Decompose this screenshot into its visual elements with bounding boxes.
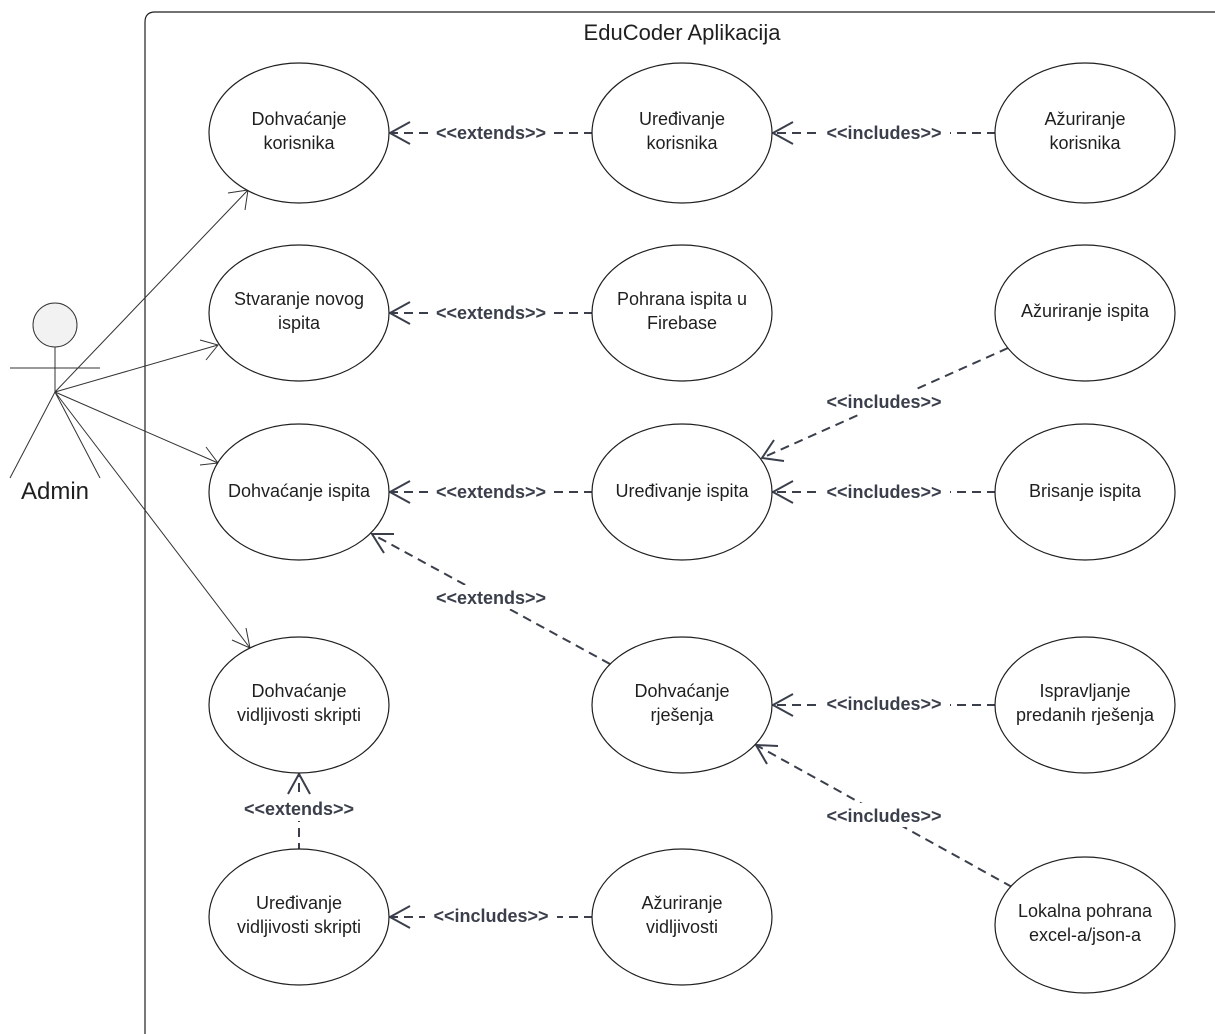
assoc-dohvacanje-korisnika [54,189,249,393]
svg-text:rješenja: rješenja [650,705,714,725]
use-case-azuriranje-vidljivosti[interactable]: Ažuriranje vidljivosti [591,848,773,986]
use-case-uredivanje-ispita[interactable]: Uređivanje ispita [591,423,773,561]
label-extends-2: <<extends>> [436,303,546,323]
svg-text:Ažuriranje ispita: Ažuriranje ispita [1021,301,1150,321]
svg-text:vidljivosti skripti: vidljivosti skripti [237,917,361,937]
system-title: EduCoder Aplikacija [584,20,782,45]
associations [54,189,251,649]
actor-leg-right [54,391,101,479]
svg-text:Ažuriranje: Ažuriranje [1044,109,1125,129]
svg-text:Uređivanje: Uređivanje [639,109,725,129]
dependencies: <<extends>> <<includes>> <<extends>> <<i… [236,120,1013,929]
svg-text:Lokalna pohrana: Lokalna pohrana [1018,901,1153,921]
actor-head [32,302,78,348]
use-case-azuriranje-ispita[interactable]: Ažuriranje ispita [994,244,1176,382]
use-case-dohvacanje-ispita[interactable]: Dohvaćanje ispita [208,423,390,561]
use-case-ispravljanje-rjesenja[interactable]: Ispravljanje predanih rješenja [994,636,1176,774]
use-case-azuriranje-korisnika[interactable]: Ažuriranje korisnika [994,62,1176,204]
svg-text:Ispravljanje: Ispravljanje [1039,681,1130,701]
use-case-dohvacanje-korisnika[interactable]: Dohvaćanje korisnika [208,62,390,204]
use-case-pohrana-ispita[interactable]: Pohrana ispita u Firebase [591,244,773,382]
label-includes-1: <<includes>> [826,123,941,143]
svg-text:Uređivanje: Uređivanje [256,893,342,913]
svg-text:vidljivosti skripti: vidljivosti skripti [237,705,361,725]
svg-text:Uređivanje ispita: Uređivanje ispita [615,481,749,501]
svg-text:korisnika: korisnika [263,133,335,153]
svg-text:Pohrana ispita u: Pohrana ispita u [617,289,747,309]
system-boundary [144,11,1215,1034]
use-cases: Dohvaćanje korisnika Uređivanje korisnik… [208,62,1176,994]
label-extends-3: <<extends>> [436,482,546,502]
use-case-uredivanje-vidljivosti[interactable]: Uređivanje vidljivosti skripti [208,848,390,986]
label-extends-4: <<extends>> [436,588,546,608]
label-includes-4: <<includes>> [826,694,941,714]
svg-text:Firebase: Firebase [647,313,717,333]
use-case-stvaranje-ispita[interactable]: Stvaranje novog ispita [208,244,390,382]
svg-text:predanih rješenja: predanih rješenja [1016,705,1155,725]
assoc-stvaranje-ispita [54,344,219,393]
svg-text:Dohvaćanje ispita: Dohvaćanje ispita [228,481,371,501]
label-includes-6: <<includes>> [433,906,548,926]
svg-text:korisnika: korisnika [646,133,718,153]
svg-text:Dohvaćanje: Dohvaćanje [251,681,346,701]
assoc-dohvacanje-vidljivosti [54,391,251,649]
label-includes-5: <<includes>> [826,806,941,826]
svg-text:korisnika: korisnika [1049,133,1121,153]
label-extends-1: <<extends>> [436,123,546,143]
svg-text:Dohvaćanje: Dohvaćanje [634,681,729,701]
svg-text:Dohvaćanje: Dohvaćanje [251,109,346,129]
actor-leg-left [9,391,56,479]
use-case-dohvacanje-rjesenja[interactable]: Dohvaćanje rješenja [591,636,773,774]
actor-label: Admin [21,478,89,505]
actor-admin[interactable]: Admin [9,302,101,505]
use-case-lokalna-pohrana[interactable]: Lokalna pohrana excel-a/json-a [994,856,1176,994]
label-includes-3: <<includes>> [826,482,941,502]
dep-lokalna-pohrana-includes [755,744,1013,888]
use-case-dohvacanje-vidljivosti[interactable]: Dohvaćanje vidljivosti skripti [208,636,390,774]
label-extends-5: <<extends>> [244,799,354,819]
svg-text:Brisanje ispita: Brisanje ispita [1029,481,1142,501]
svg-text:vidljivosti: vidljivosti [646,917,718,937]
use-case-uredivanje-korisnika[interactable]: Uređivanje korisnika [591,62,773,204]
assoc-dohvacanje-ispita [54,391,219,464]
svg-text:excel-a/json-a: excel-a/json-a [1029,925,1142,945]
use-case-brisanje-ispita[interactable]: Brisanje ispita [994,423,1176,561]
svg-text:Stvaranje novog: Stvaranje novog [234,289,364,309]
svg-text:ispita: ispita [278,313,321,333]
svg-text:Ažuriranje: Ažuriranje [641,893,722,913]
label-includes-2: <<includes>> [826,392,941,412]
